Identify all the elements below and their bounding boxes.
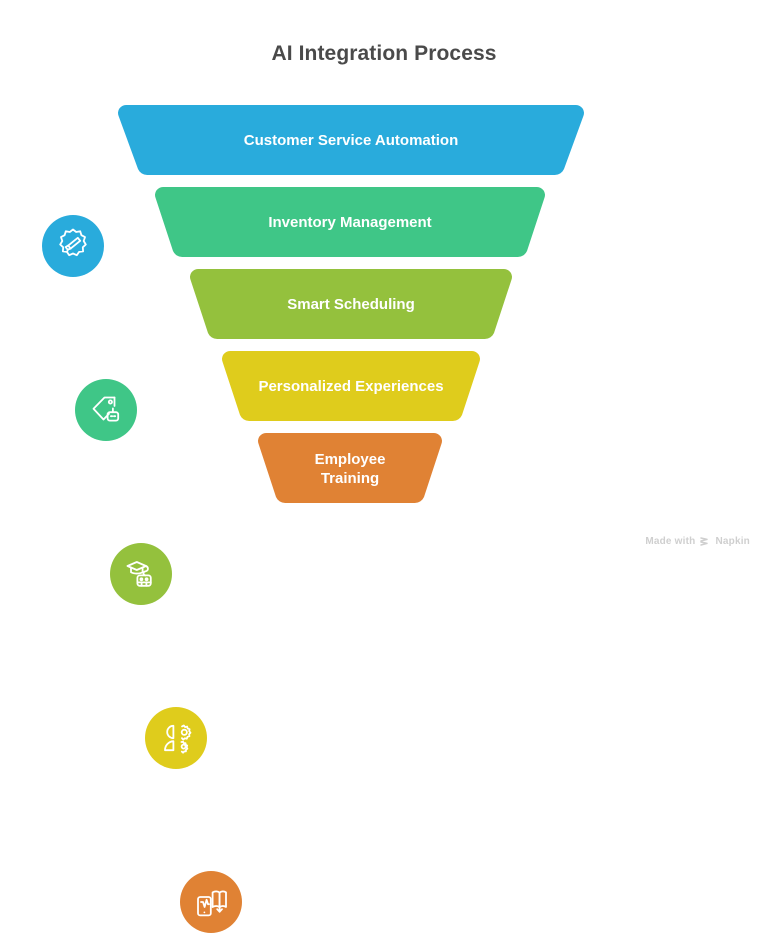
funnel-band[interactable]: [190, 269, 512, 341]
funnel-stage-row: Employee Training: [0, 433, 768, 933]
funnel-stage-row: Smart Scheduling: [0, 269, 768, 605]
funnel-band[interactable]: [258, 433, 442, 505]
watermark-text: Made with: [645, 536, 696, 547]
phone-book-icon: [180, 871, 242, 933]
napkin-watermark[interactable]: Made with Napkin: [645, 536, 750, 547]
funnel-band[interactable]: [222, 351, 480, 423]
funnel-stage-row: Inventory Management: [0, 187, 768, 441]
funnel-band[interactable]: [118, 105, 584, 177]
watermark-brand: Napkin: [715, 536, 750, 547]
funnel-stage-row: Personalized Experiences: [0, 351, 768, 769]
price-tag-robot-icon: [75, 379, 137, 441]
funnel-band[interactable]: [155, 187, 545, 259]
funnel-stage-row: Customer Service Automation: [0, 105, 768, 277]
graduation-robot-icon: [110, 543, 172, 605]
person-gear-icon: [145, 707, 207, 769]
napkin-chevron-logo: [699, 536, 711, 547]
page-title: AI Integration Process: [271, 42, 497, 65]
funnel-diagram-canvas: AI Integration Process Customer Service …: [0, 42, 768, 933]
badge-megaphone-icon: [42, 215, 104, 277]
